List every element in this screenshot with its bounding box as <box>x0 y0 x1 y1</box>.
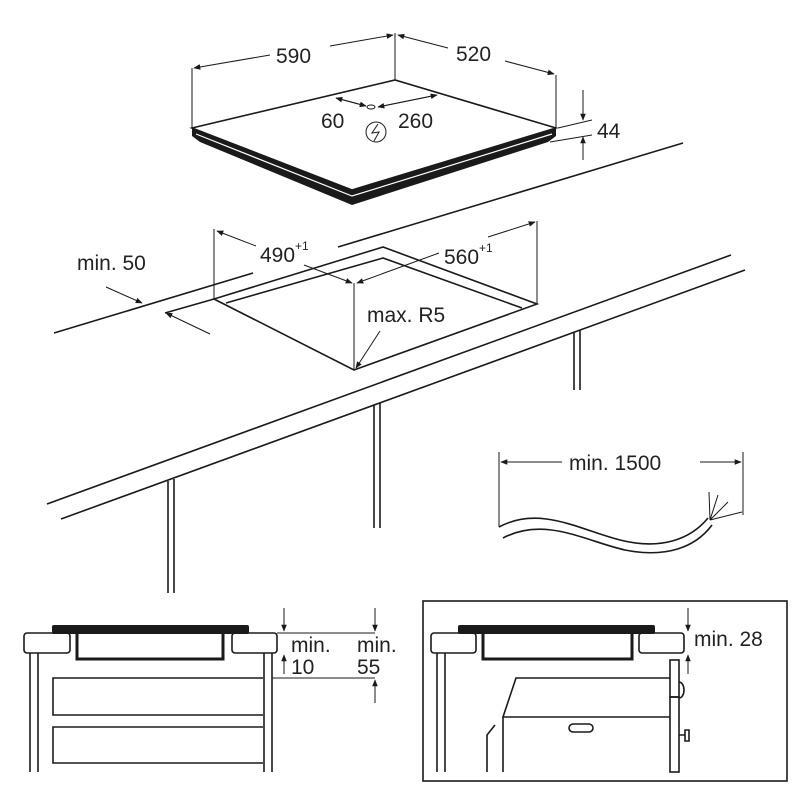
edge-distance-dimension: min. 50 <box>77 252 211 335</box>
hob-depth-dimension: 520 <box>397 33 557 128</box>
hob-height-label: 44 <box>597 120 621 143</box>
cutout-width-label: 490 <box>260 244 295 267</box>
hob-frame <box>192 128 556 205</box>
cutout-width-dimension: 490 +1 <box>216 230 353 284</box>
right-offset-label: 260 <box>398 110 433 133</box>
oven-handle <box>568 723 594 733</box>
cutout-width-tolerance: +1 <box>295 239 309 253</box>
hob-unit <box>189 79 559 205</box>
side-view-oven-cabinet: min. 28 <box>422 600 788 782</box>
gap-value-2: 55 <box>357 656 380 679</box>
drawer <box>52 726 263 764</box>
cutout-depth-tolerance: +1 <box>479 241 493 255</box>
gap-value-1: 10 <box>291 656 314 679</box>
cable-length-label: min. 1500 <box>569 452 661 475</box>
connection-position-dimension: 60 260 <box>321 93 438 143</box>
worktop-cutout <box>211 221 540 371</box>
side-view-drawer-cabinet: min. 10 min. 55 <box>23 608 397 772</box>
worktop <box>46 142 746 593</box>
oven-knob <box>679 729 690 742</box>
electric-connection-icon <box>365 121 387 143</box>
cutout-depth-dimension: 560 +1 <box>356 221 536 284</box>
corner-radius-label: max. R5 <box>367 304 445 327</box>
edge-distance-label: min. 50 <box>77 252 146 275</box>
power-cable: min. 1500 <box>498 452 744 554</box>
oven-knob <box>678 681 685 699</box>
hob-width-dimension: 590 <box>191 33 396 128</box>
cable-entry-point <box>366 104 376 110</box>
gap-label-2: min. <box>357 634 397 657</box>
hob-width-label: 590 <box>276 45 311 68</box>
corner-radius-dimension: max. R5 <box>355 304 445 369</box>
drawer <box>52 677 263 716</box>
oven <box>486 659 690 773</box>
hob-depth-label: 520 <box>456 43 491 66</box>
oven-gap-label: min. 28 <box>694 628 763 651</box>
left-offset-label: 60 <box>321 110 344 133</box>
cutout-depth-label: 560 <box>444 246 479 269</box>
hob-height-dimension: 44 <box>549 90 621 160</box>
cabinet-legs <box>167 330 581 593</box>
hob-top-surface <box>189 79 559 191</box>
gap-label-1: min. <box>291 634 331 657</box>
